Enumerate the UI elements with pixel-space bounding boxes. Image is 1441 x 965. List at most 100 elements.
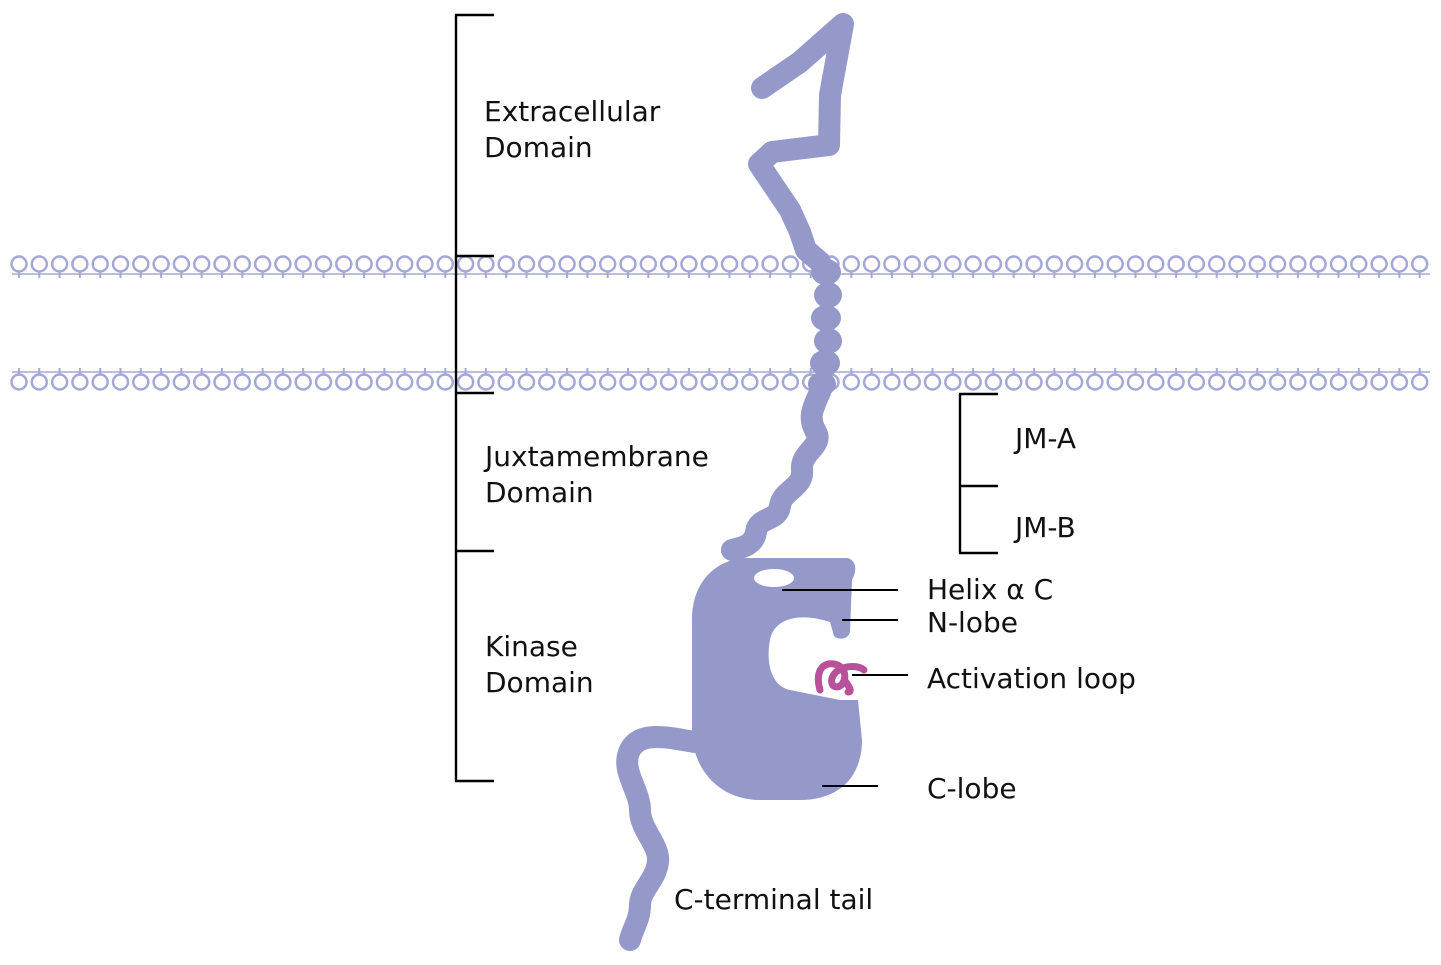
lipid-head: [700, 373, 718, 391]
lipid-head: [1106, 255, 1124, 273]
lipid-head: [497, 255, 515, 273]
lipid-head: [680, 373, 698, 391]
lipid-head: [71, 255, 89, 273]
lipid-head: [964, 373, 982, 391]
lipid-head: [578, 255, 597, 273]
extracellular-domain-label: Extracellular Domain: [484, 95, 669, 164]
lipid-head: [680, 255, 698, 273]
lipid-head: [761, 255, 779, 273]
lipid-head: [111, 373, 130, 391]
lipid-head: [1410, 255, 1429, 273]
lipid-head: [1025, 255, 1043, 273]
activation-loop-shape: [814, 660, 868, 696]
lipid-head: [1207, 255, 1226, 273]
lipid-head: [659, 373, 678, 391]
lipid-head: [842, 255, 861, 273]
domain-bracket: [454, 13, 494, 783]
lipid-head: [274, 255, 292, 273]
lipid-head: [294, 373, 312, 391]
lipid-head: [1329, 255, 1348, 273]
lipid-head: [1289, 373, 1307, 391]
lipid-head: [538, 255, 556, 273]
lipid-head: [50, 373, 69, 391]
lipid-head: [152, 255, 170, 273]
receptor-protein: [616, 13, 862, 951]
lipid-head: [1004, 255, 1023, 273]
juxtamembrane-domain-label: Juxtamembrane Domain: [483, 440, 718, 509]
lipid-head: [944, 373, 962, 391]
lipid-head: [355, 255, 373, 273]
lipid-head: [1065, 373, 1084, 391]
lipid-head: [395, 255, 414, 273]
lipid-head: [984, 255, 1003, 273]
juxtamembrane-chain: [721, 381, 831, 561]
lipid-head: [152, 373, 170, 391]
lipid-head: [416, 373, 434, 391]
lipid-head: [578, 373, 597, 391]
lipid-head: [436, 255, 455, 273]
lipid-head: [1370, 255, 1388, 273]
lipid-head: [1045, 373, 1064, 391]
lipid-head: [741, 373, 759, 391]
lipid-head: [741, 255, 759, 273]
lipid-head: [456, 255, 475, 273]
lipid-head: [903, 373, 921, 391]
lipid-head: [842, 373, 861, 391]
lipid-head: [558, 373, 576, 391]
lipid-head: [1126, 373, 1145, 391]
lipid-head: [294, 255, 312, 273]
lipid-head: [1410, 373, 1429, 391]
lipid-head: [883, 373, 901, 391]
lipid-head: [1268, 255, 1287, 273]
lipid-head: [91, 373, 109, 391]
n-lobe-label: N-lobe: [927, 606, 1018, 639]
extracellular-chain: [748, 13, 854, 273]
lipid-head: [1106, 373, 1124, 391]
lipid-head: [659, 255, 678, 273]
lipid-head: [1147, 255, 1165, 273]
lipid-head: [517, 255, 536, 273]
lipid-head: [355, 373, 373, 391]
lipid-head: [538, 373, 556, 391]
lipid-head: [253, 373, 272, 391]
lipid-head: [233, 255, 252, 273]
lipid-head: [477, 255, 495, 273]
lipid-head: [619, 255, 637, 273]
lipid-head: [1004, 373, 1023, 391]
lipid-head: [375, 373, 394, 391]
lipid-head: [192, 255, 211, 273]
lipid-head: [10, 373, 28, 391]
lipid-head: [91, 255, 109, 273]
c-terminal-tail-chain: [616, 726, 706, 951]
lipid-head: [1167, 255, 1185, 273]
lipid-head: [1187, 373, 1206, 391]
lipid-head: [1390, 255, 1409, 273]
lipid-head: [192, 373, 211, 391]
lipid-head: [781, 255, 800, 273]
lipid-head: [30, 255, 49, 273]
lipid-head: [781, 373, 800, 391]
lipid-head: [253, 255, 272, 273]
lipid-head: [1086, 373, 1104, 391]
n-lobe-notch: [754, 569, 794, 587]
c-lobe-label: C-lobe: [927, 772, 1017, 805]
lipid-head: [619, 373, 637, 391]
lipid-head: [720, 373, 739, 391]
lipid-head: [639, 373, 658, 391]
lipid-head: [314, 373, 333, 391]
lipid-head: [598, 373, 617, 391]
lipid-head: [416, 255, 434, 273]
membrane-outer-leaflet: [10, 255, 1430, 278]
lipid-head: [1228, 255, 1246, 273]
lipid-head: [923, 373, 942, 391]
lipid-head: [172, 255, 191, 273]
lipid-head: [1248, 373, 1267, 391]
lipid-head: [335, 255, 353, 273]
jm-a-label: JM-A: [1013, 422, 1076, 455]
lipid-head: [944, 255, 962, 273]
lipid-head: [1309, 255, 1327, 273]
lipid-head: [497, 373, 515, 391]
lipid-head: [903, 255, 921, 273]
lipid-head: [213, 255, 231, 273]
